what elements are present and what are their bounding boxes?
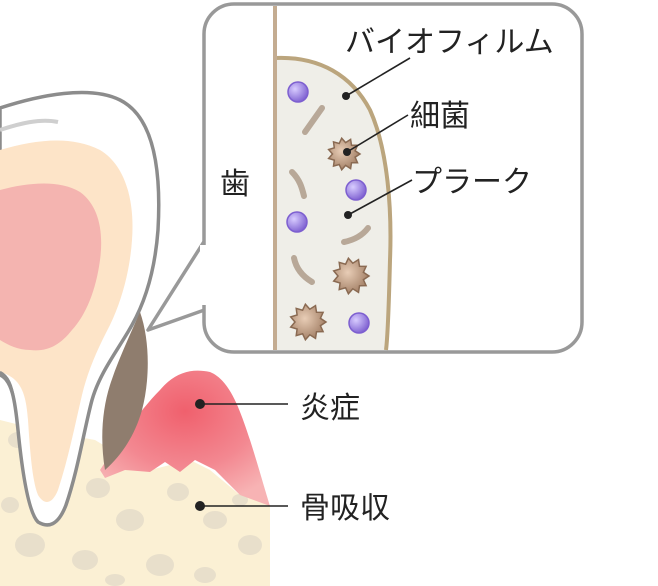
rod-bacterium (289, 169, 307, 199)
callout-tail (146, 239, 211, 332)
magnified-callout (200, 2, 584, 354)
purple-bacterium (345, 179, 367, 201)
bacteria-label: 細菌 (410, 99, 470, 134)
biofilm-dot (342, 92, 350, 100)
tooth-label: 歯 (220, 167, 250, 202)
inflammation-label: 炎症 (300, 391, 360, 426)
rod-bacterium (291, 255, 315, 285)
biofilm-label: バイオフィルム (345, 25, 554, 60)
biofilm-outline (274, 55, 393, 351)
purple-bacteria (286, 81, 370, 334)
tooth (0, 90, 161, 527)
plaque-leader (347, 179, 413, 216)
leader-dots (195, 92, 352, 511)
purple-bacterium (348, 312, 370, 334)
bone-resorption-label: 骨吸収 (300, 491, 390, 526)
bone-resorption-dot (195, 501, 205, 511)
rod-bacterium (341, 225, 371, 245)
inflammation-dot (195, 399, 205, 409)
bacteria-leader (346, 114, 409, 153)
purple-bacterium (287, 81, 309, 103)
bacteria-dot (343, 148, 351, 156)
spiky-bacteria (289, 136, 371, 342)
rod-bacteria (289, 105, 371, 285)
biofilm-leader (345, 57, 411, 97)
spiky-bacterium (332, 256, 371, 296)
tartar (102, 312, 148, 470)
leader-lines (200, 57, 413, 507)
plaque-label: プラーク (412, 165, 532, 200)
plaque-dot (344, 211, 352, 219)
bone-spots (1, 432, 262, 586)
rod-bacterium (302, 105, 325, 135)
spiky-bacterium (289, 302, 328, 342)
purple-bacterium (286, 211, 308, 233)
